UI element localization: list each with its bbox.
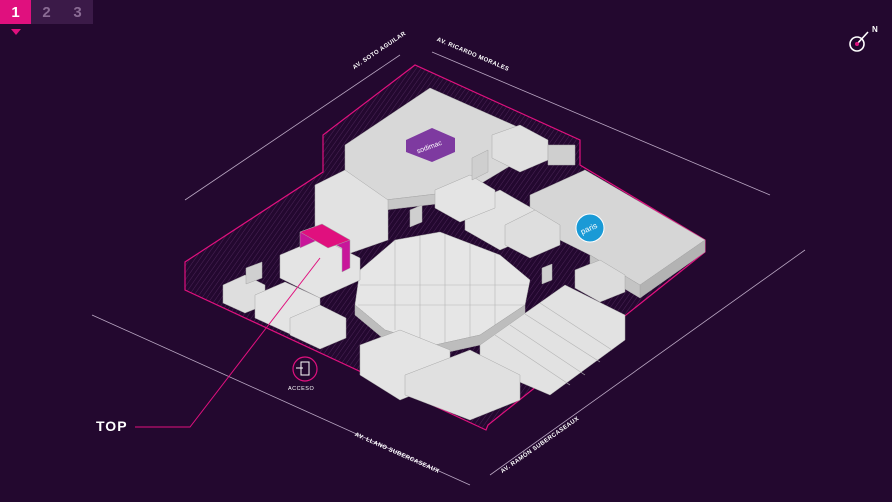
compass-north-label: N [872, 25, 878, 34]
buildings [222, 87, 706, 421]
floor-tab-3[interactable]: 3 [62, 0, 93, 24]
street-lines [91, 51, 806, 486]
paris-logo[interactable]: paris [575, 213, 605, 243]
floor-indicator-caret-icon [11, 29, 21, 35]
sodimac-logo[interactable]: sodimac [406, 128, 455, 162]
top-leader-line [135, 257, 321, 428]
floor-tab-1[interactable]: 1 [0, 0, 31, 24]
floor-selector: 1 2 3 [0, 0, 93, 24]
floor-tab-2[interactable]: 2 [31, 0, 62, 24]
store-label-top[interactable]: TOP [96, 418, 128, 434]
access-icon[interactable] [292, 356, 318, 382]
compass-icon[interactable] [847, 26, 887, 56]
access-label: ACCESO [288, 386, 315, 392]
